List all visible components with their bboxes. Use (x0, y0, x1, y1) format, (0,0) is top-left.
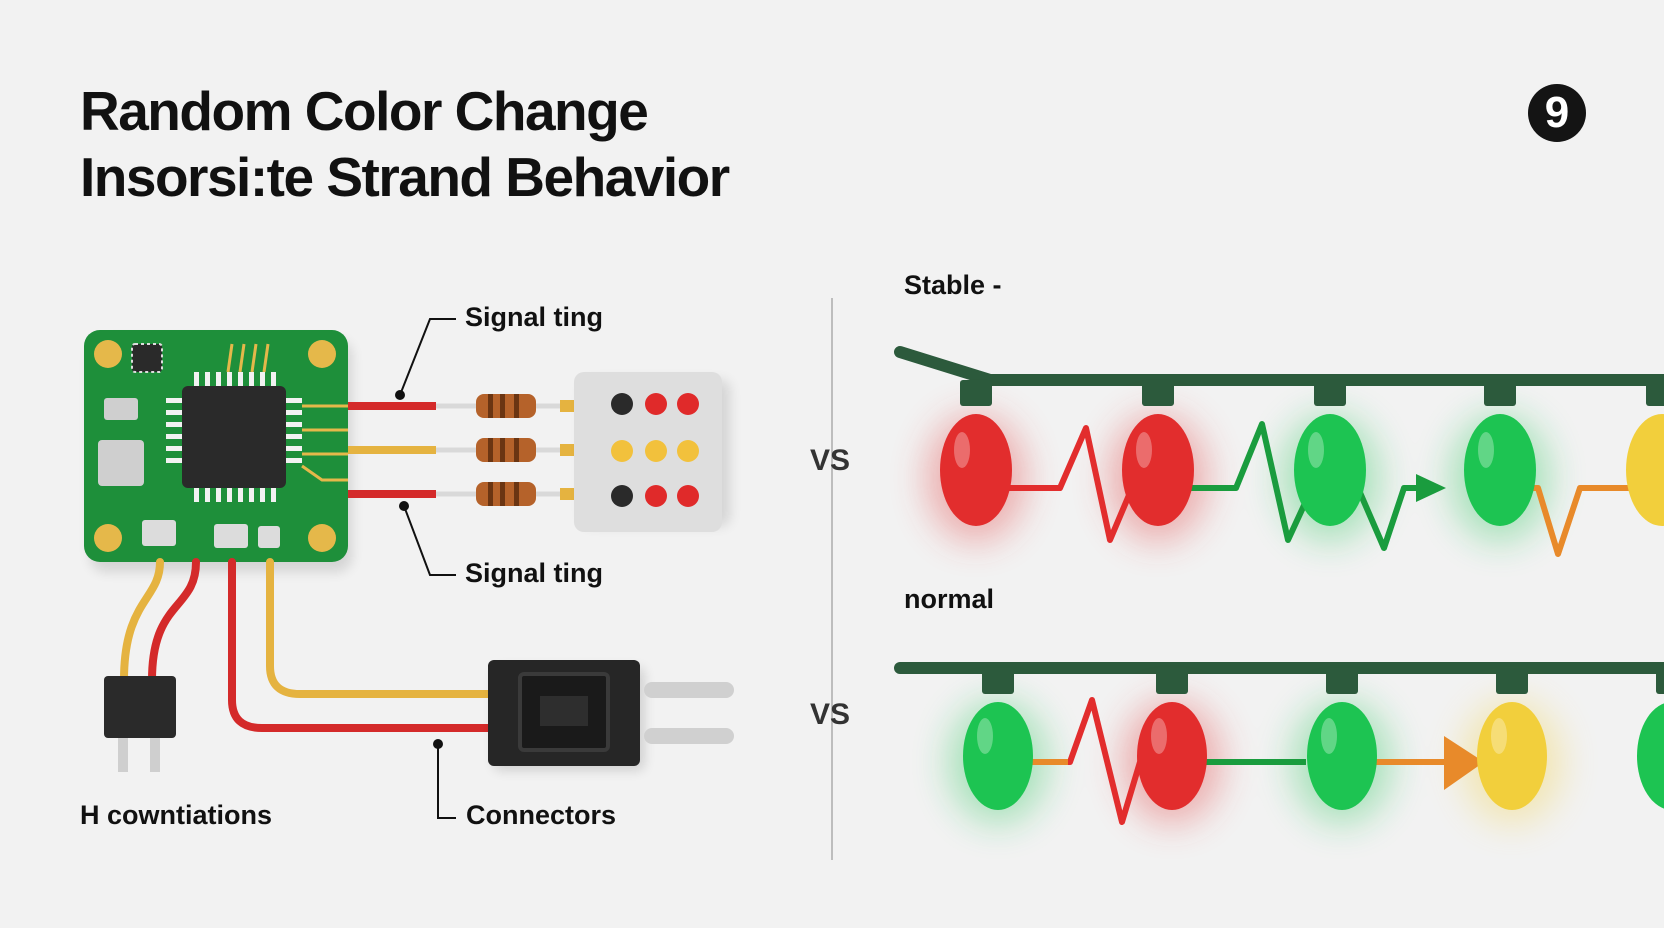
normal-label: normal (904, 584, 995, 614)
connector-block (433, 660, 734, 819)
resistor-group (476, 394, 536, 506)
mounting-hole (308, 340, 336, 368)
page-title: Random Color Change Insorsi:te Strand Be… (80, 78, 730, 210)
mounting-hole (94, 340, 122, 368)
bulb (1464, 380, 1536, 526)
signal-wires (348, 318, 580, 576)
strand-bottom (894, 662, 1664, 825)
bulb (1137, 668, 1207, 810)
bulb (1307, 668, 1377, 810)
mounting-hole (308, 524, 336, 552)
small-header-connector (104, 676, 176, 772)
mounting-hole (94, 524, 122, 552)
title-line-1: Random Color Change (80, 80, 649, 142)
bulb (963, 668, 1033, 810)
connectors-label: Connectors (466, 800, 617, 830)
led-module (574, 372, 730, 532)
bulb (1122, 380, 1194, 526)
circuit-board (84, 330, 352, 572)
vs-label-bottom: VS (810, 698, 851, 731)
bulb (1294, 380, 1366, 526)
signal-label-bottom: Signal ting (465, 558, 603, 588)
bottom-left-label: H cowntiations (80, 800, 273, 830)
bulb (1477, 668, 1547, 810)
strand-top (894, 346, 1664, 557)
bulb (1637, 668, 1664, 809)
title-line-2: Insorsi:te Strand Behavior (80, 146, 730, 208)
stable-label: Stable - (904, 270, 1002, 300)
bulb (940, 380, 1012, 526)
bulb (1626, 380, 1664, 526)
brand-logo-icon: 9 (1528, 84, 1586, 142)
signal-label-top: Signal ting (465, 302, 603, 332)
vs-label-top: VS (810, 444, 851, 477)
microcontroller-chip (182, 386, 286, 488)
power-wires (120, 558, 492, 732)
